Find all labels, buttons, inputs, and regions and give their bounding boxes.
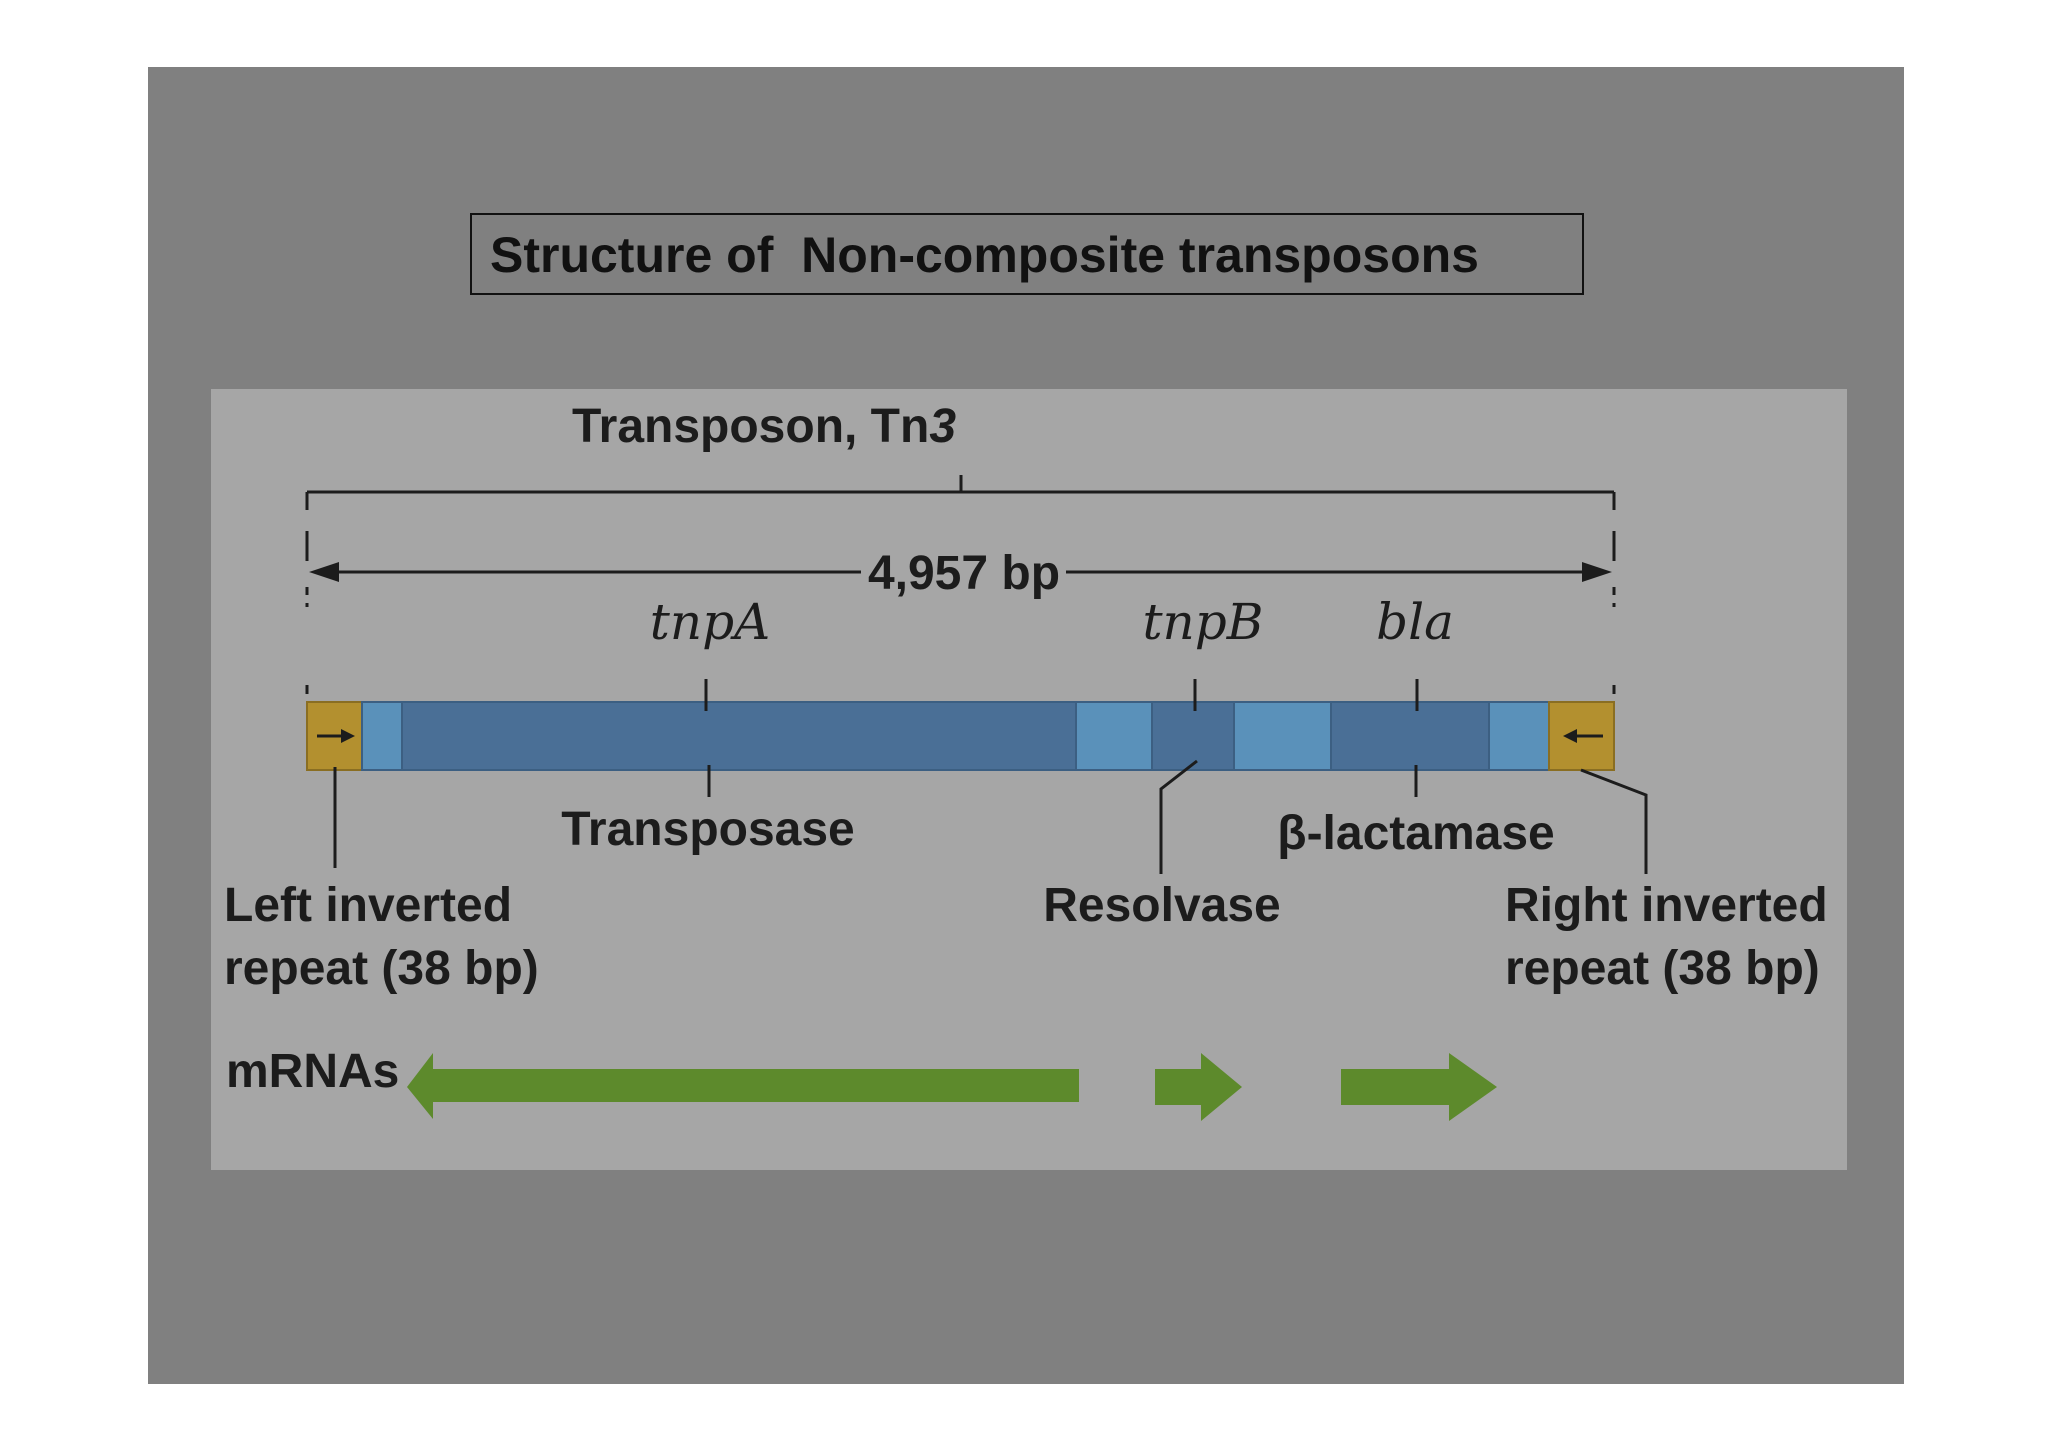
spacer-region-1 bbox=[361, 701, 403, 771]
left-repeat-line-2: repeat (38 bp) bbox=[224, 942, 539, 995]
length-label: 4,957 bp bbox=[868, 547, 1060, 600]
right-arrowhead-icon bbox=[1582, 562, 1612, 582]
left-arrowhead-icon bbox=[309, 562, 339, 582]
gene-label-tnpB: tnpB bbox=[1142, 593, 1263, 651]
right-inverted-repeat-label: Right inverted repeat (38 bp) bbox=[1505, 879, 1841, 995]
title-box: Structure of Non-composite transposons bbox=[470, 213, 1584, 295]
length-dimension-arrow bbox=[305, 531, 1616, 694]
protein-label-resolvase: Resolvase bbox=[1043, 879, 1281, 932]
right-repeat-line-1: Right inverted bbox=[1505, 879, 1828, 932]
tnpA-coding-region bbox=[401, 701, 1077, 771]
left-inverted-repeat-label: Left inverted repeat (38 bp) bbox=[224, 879, 539, 995]
left-inverted-repeat-arrow-icon bbox=[317, 729, 355, 743]
left-repeat-line-1: Left inverted bbox=[224, 879, 512, 932]
leader-lines bbox=[333, 759, 1648, 874]
mrnas-label: mRNAs bbox=[226, 1045, 399, 1098]
transposon-name: Transposon, Tn bbox=[572, 400, 929, 453]
dna-segment-bar bbox=[306, 701, 1615, 771]
bla-coding-region bbox=[1330, 701, 1490, 771]
spacer-region-4 bbox=[1488, 701, 1550, 771]
spacer-region-2 bbox=[1075, 701, 1153, 771]
gene-label-tnpA: tnpA bbox=[650, 593, 770, 651]
transposon-title: Transposon, Tn3 bbox=[572, 400, 956, 453]
protein-label-transposase: Transposase bbox=[561, 803, 854, 856]
slide-title: Structure of Non-composite transposons bbox=[490, 227, 1479, 283]
transposon-number: 3 bbox=[929, 400, 956, 453]
spacer-region-3 bbox=[1233, 701, 1332, 771]
mrna-arrow-icon bbox=[1155, 1053, 1242, 1121]
diagram-panel bbox=[211, 389, 1847, 1170]
mrna-arrow-icon bbox=[1341, 1053, 1497, 1121]
gene-tick-marks bbox=[704, 679, 1419, 797]
right-inverted-repeat-arrow-icon bbox=[1563, 729, 1603, 743]
mrna-arrow-icon bbox=[407, 1053, 1079, 1119]
tn3-diagram: Transposon, Tn3 4,957 bp tnpA tnpB bla bbox=[224, 400, 1841, 1121]
tnpB-coding-region bbox=[1151, 701, 1235, 771]
protein-label-beta-lactamase: β-lactamase bbox=[1277, 807, 1554, 860]
transposon-bracket bbox=[305, 475, 1616, 510]
right-repeat-line-2: repeat (38 bp) bbox=[1505, 942, 1820, 995]
gene-label-bla: bla bbox=[1376, 593, 1454, 651]
